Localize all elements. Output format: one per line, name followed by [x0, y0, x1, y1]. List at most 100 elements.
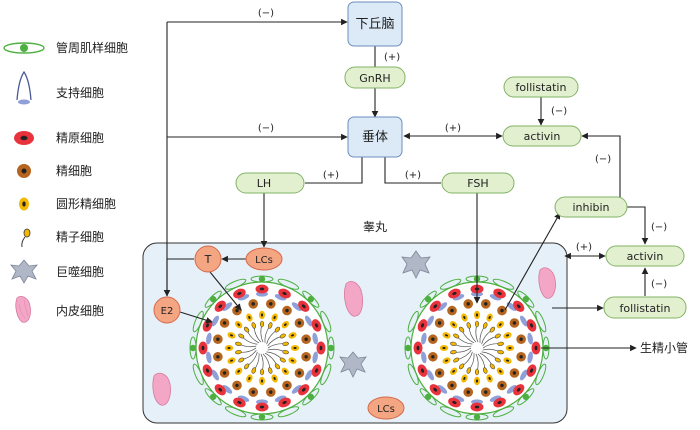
t-node: T: [194, 245, 222, 273]
myoid-nucleus: [307, 296, 314, 303]
legend-label-sperm: 精子细胞: [56, 230, 104, 244]
sertoli-cell-icon: [312, 351, 318, 364]
peritubular-myoid-cell-icon: [192, 363, 204, 386]
sperm-icon: [267, 322, 273, 329]
pituitary-node: 垂体: [347, 116, 403, 158]
peritubular-myoid-cell-icon: [535, 363, 547, 386]
myoid-nucleus: [210, 393, 217, 400]
sertoli-cell-icon: [211, 315, 219, 327]
inhibin-to-activin-right: [620, 206, 649, 245]
round-spermatid-nucleus: [452, 370, 455, 373]
sertoli-cell-icon: [520, 369, 528, 381]
round-spermatid-nucleus: [499, 370, 502, 373]
lcs-bottom-label: LCs: [377, 404, 395, 415]
spermatogonium-nucleus: [452, 291, 457, 296]
sperm-icon: [489, 363, 496, 370]
spermatogonium-nucleus: [205, 368, 210, 373]
spermatocyte-nucleus: [251, 302, 255, 306]
seminiferous-tubule-left: [189, 275, 335, 421]
round-spermatid-nucleus: [227, 347, 231, 349]
sperm-icon: [474, 320, 480, 328]
spermatogonium-nucleus: [237, 400, 242, 405]
spermatogonium-nucleus: [497, 400, 502, 405]
sperm-icon: [274, 326, 281, 333]
sperm-icon: [453, 333, 460, 339]
testis-label: 睾丸: [363, 219, 387, 234]
spermatocyte-nucleus: [297, 371, 302, 375]
sertoli-cell-icon: [222, 302, 233, 311]
hypothalamus-label: 下丘脑: [355, 17, 394, 32]
spermatocyte-nucleus: [285, 308, 289, 313]
lh-label: LH: [257, 177, 271, 190]
sertoli-cell-icon: [489, 395, 502, 402]
sperm-icon: [450, 350, 457, 355]
spermatocyte-nucleus: [251, 390, 255, 394]
sperm-icon: [267, 367, 273, 374]
sperm-icon: [494, 357, 501, 363]
round-spermatid-nucleus: [444, 359, 449, 362]
endothelial-cell-icon: [152, 372, 171, 406]
spermatocyte-nucleus: [450, 383, 454, 388]
spermatocyte-nucleus: [500, 383, 504, 388]
spermatogonium-nucleus: [201, 345, 205, 351]
sertoli-cell-icon: [421, 351, 427, 364]
round-spermatid-nucleus: [508, 347, 512, 349]
spermatogonium-nucleus: [516, 304, 521, 309]
legend-label-spermatogonium: 精原细胞: [56, 131, 104, 145]
sperm-icon: [279, 333, 286, 339]
sertoli-cell-icon: [527, 332, 533, 345]
spermatogonium-nucleus: [301, 304, 306, 309]
peritubular-myoid-cell-icon: [277, 406, 300, 418]
round-spermatid-nucleus: [229, 334, 234, 337]
follistatin-top-node: follistatin: [503, 76, 579, 98]
sign-neg-inhibin: (−): [595, 154, 611, 165]
sertoli-cell-icon: [452, 294, 465, 301]
legend-label-sertoli: 支持细胞: [56, 85, 104, 100]
tubule-to-inhibin: [504, 212, 561, 311]
round-spermatid-nucleus: [476, 379, 478, 383]
round-spermatid-nucleus: [284, 370, 287, 373]
round-spermatid-nucleus: [229, 359, 234, 362]
spermatocyte-nucleus: [437, 371, 442, 375]
spermatocyte-nucleus: [216, 355, 220, 359]
myoid-nucleus: [404, 344, 412, 352]
spermatogonium-nucleus: [314, 368, 319, 373]
myoid-nucleus: [307, 393, 314, 400]
sertoli-cell-icon: [426, 315, 434, 327]
inhibin-node: inhibin: [554, 196, 628, 218]
spermatocyte-nucleus: [431, 337, 435, 341]
fsh-node: FSH: [441, 172, 515, 194]
peritubular-myoid-cell-icon: [320, 363, 332, 386]
sperm-icon: [482, 367, 488, 374]
round-spermatid-nucleus: [505, 359, 510, 362]
endothelial-cell-icon: [344, 281, 363, 317]
spermatogonium-nucleus: [497, 291, 502, 296]
sperm-icon: [279, 357, 286, 363]
t-to-tubule: [209, 271, 242, 311]
sperm-icon: [458, 326, 465, 333]
spermatocyte-nucleus: [222, 371, 227, 375]
sign-neg-pituitary: (−): [258, 123, 274, 134]
hypothalamus-node: 下丘脑: [347, 1, 403, 47]
spermatogonium-nucleus: [529, 323, 534, 328]
spermatogonium-nucleus: [433, 304, 438, 309]
round-spermatid-nucleus: [463, 376, 466, 381]
myoid-nucleus: [258, 413, 266, 421]
sperm-icon: [274, 363, 281, 370]
myoid-nucleus: [425, 296, 432, 303]
spermatogonium-nucleus: [420, 323, 425, 328]
spermatogonium-nucleus: [420, 368, 425, 373]
sertoli-cell-icon: [489, 294, 502, 301]
round-spermatid-nucleus: [499, 323, 502, 326]
sign-pos-fsh: (+): [405, 170, 421, 181]
sign-neg-follistatin-right: (−): [651, 279, 667, 290]
endothelial-cell-icon: [538, 267, 556, 299]
round-spermatid-nucleus: [505, 334, 510, 337]
activin-top-label: activin: [524, 130, 561, 143]
activin-top-node: activin: [502, 125, 582, 147]
round-spermatid-nucleus: [284, 323, 287, 326]
spermatocyte-nucleus: [285, 383, 289, 388]
myoid-nucleus: [522, 393, 529, 400]
follistatin-top-label: follistatin: [516, 81, 567, 94]
